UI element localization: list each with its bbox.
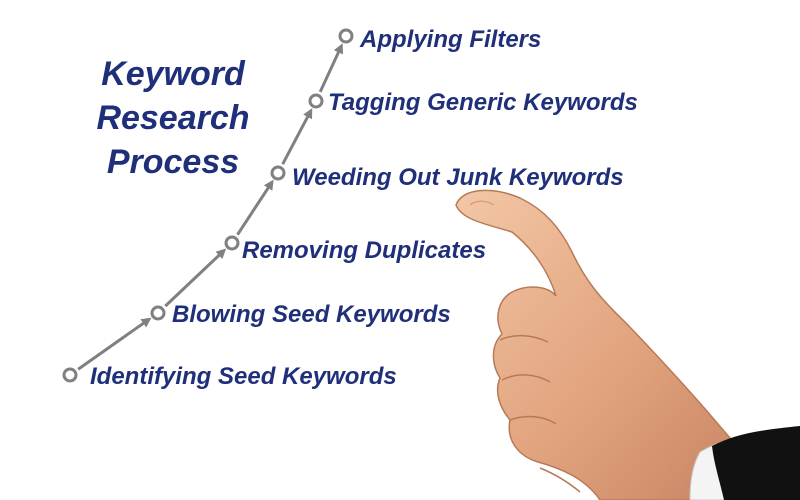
- connector-arrow-5: [318, 43, 343, 93]
- suit-sleeve-icon: [689, 426, 800, 500]
- step-node-4: [270, 165, 286, 181]
- step-label-blowing-seed-keywords: Blowing Seed Keywords: [172, 301, 451, 328]
- step-node-1: [62, 367, 78, 383]
- title-line-2: Research: [96, 99, 250, 137]
- step-node-2: [150, 305, 166, 321]
- step-node-5: [308, 93, 324, 109]
- connector-arrow-1: [77, 317, 152, 371]
- connector-arrow-2: [164, 248, 227, 308]
- step-label-weeding-out-junk-keywords: Weeding Out Junk Keywords: [292, 164, 624, 191]
- connector-arrow-3: [236, 179, 274, 236]
- hand-icon: [455, 189, 743, 500]
- step-node-6: [338, 28, 354, 44]
- step-node-3: [224, 235, 240, 251]
- connector-arrow-4: [281, 108, 313, 165]
- step-label-removing-duplicates: Removing Duplicates: [242, 237, 487, 264]
- diagram-title: Keyword Research Process: [78, 52, 268, 184]
- step-label-identifying-seed-keywords: Identifying Seed Keywords: [90, 363, 397, 390]
- step-label-applying-filters: Applying Filters: [360, 26, 542, 53]
- title-line-3: Process: [106, 143, 240, 181]
- title-line-1: Keyword: [101, 55, 245, 93]
- step-label-tagging-generic-keywords: Tagging Generic Keywords: [328, 89, 638, 116]
